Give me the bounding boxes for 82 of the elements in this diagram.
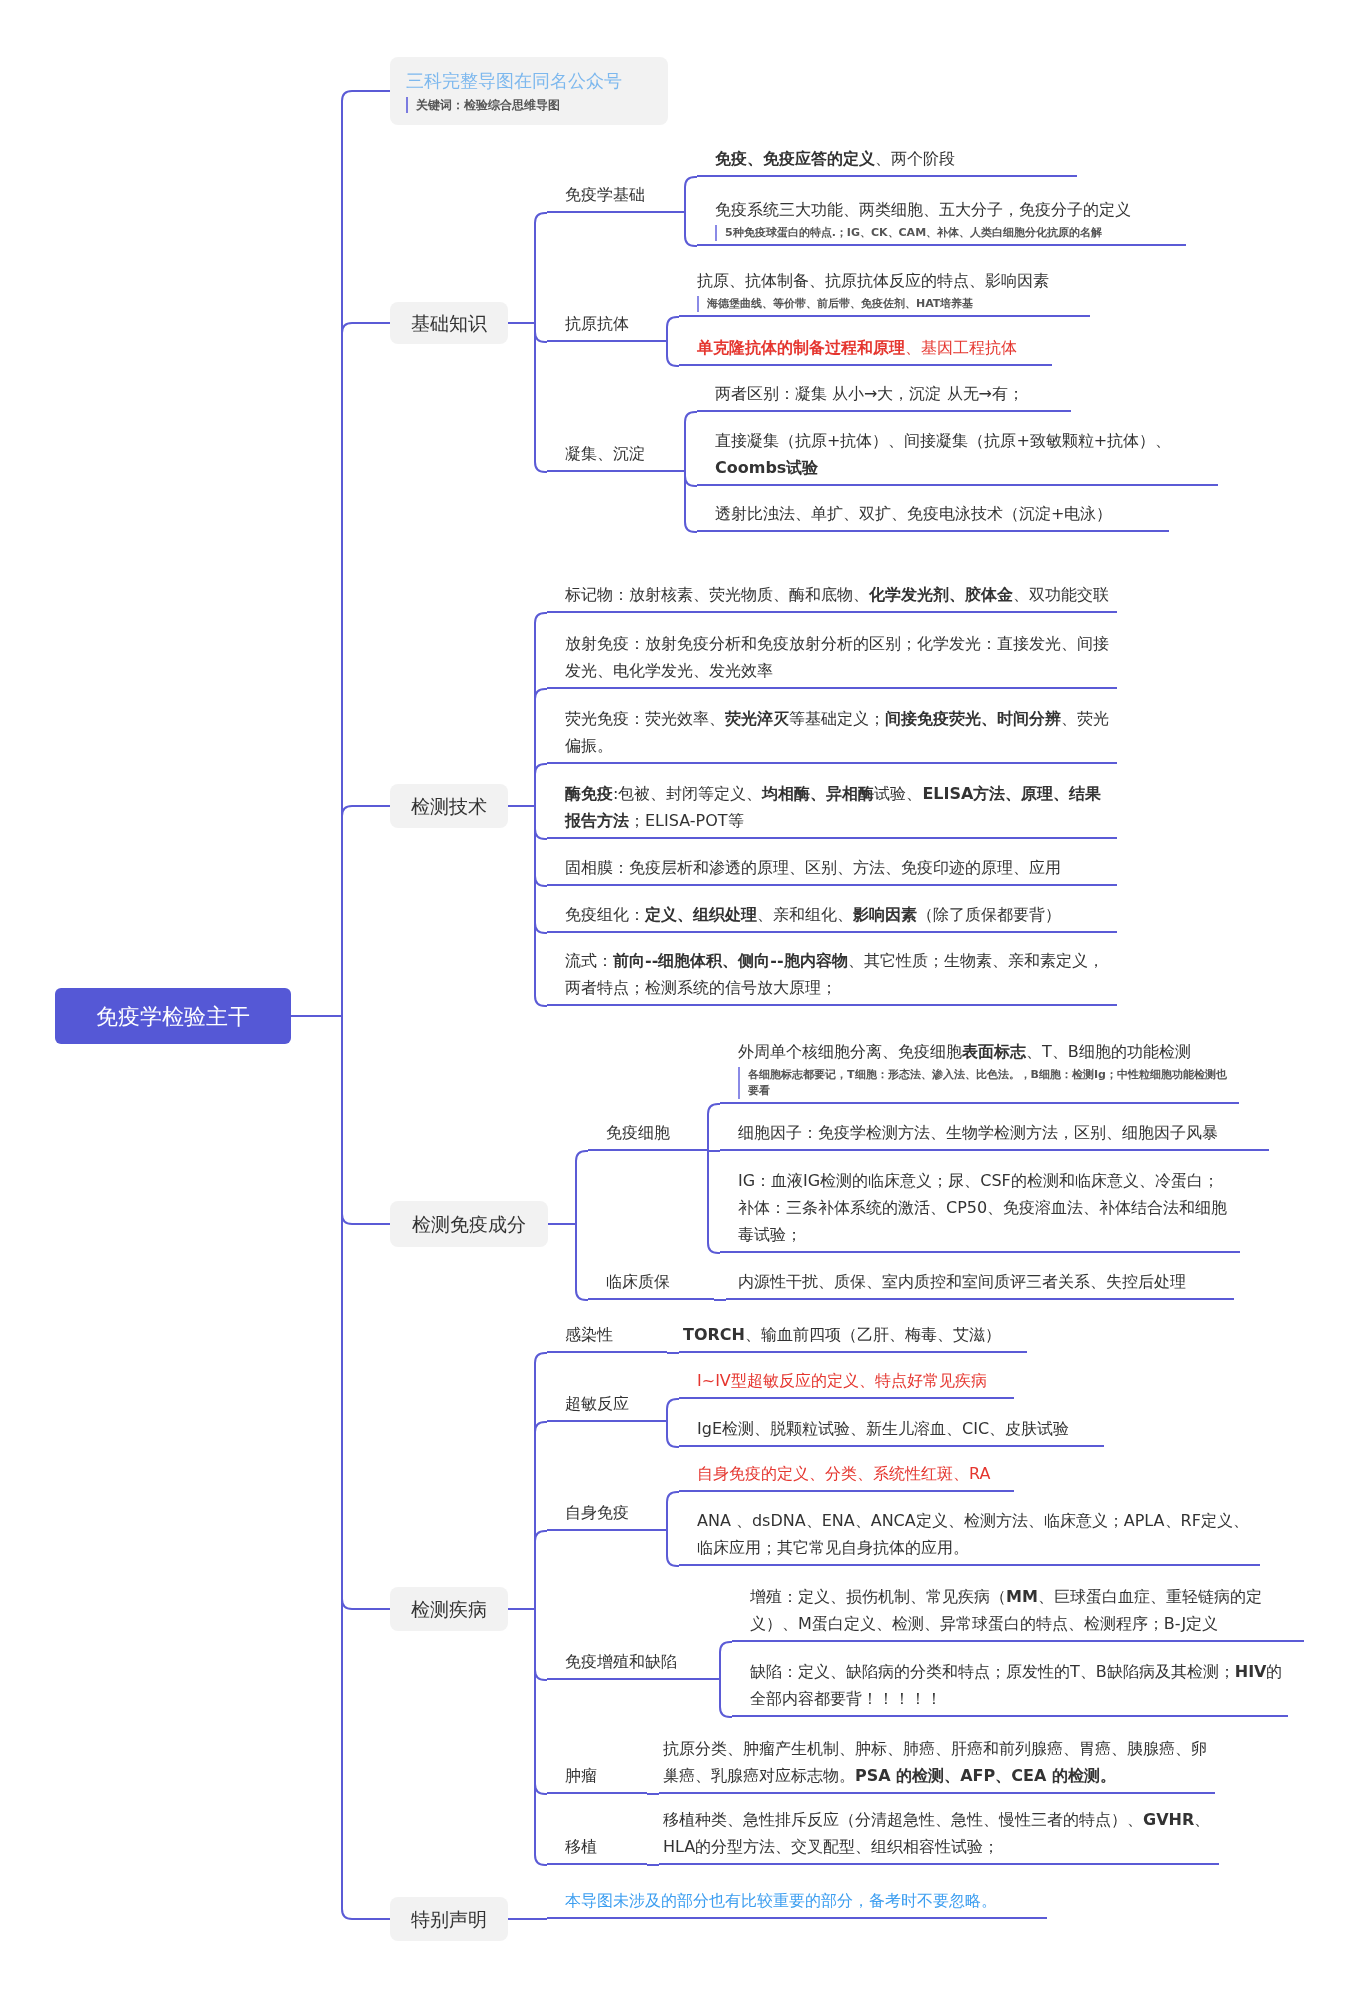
topic-text: 检测技术	[411, 793, 487, 819]
note-text: 5种免疫球蛋白的特点.；IG、CK、CAM、补体、人类白细胞分化抗原的名解	[715, 225, 1182, 241]
topic-text: 荧光免疫：荧光效率、荧光淬灭等基础定义；间接免疫荧光、时间分辨、荧光偏振。	[565, 708, 1110, 757]
connector-line	[707, 1103, 721, 1152]
topic-text: ANA 、dsDNA、ENA、ANCA定义、检测方法、临床意义；APLA、RF定义、临床应用；其它常见自身抗体的应用。	[697, 1510, 1250, 1559]
connector-line	[707, 1150, 721, 1152]
note-title: 三科完整导图在同名公众号	[406, 69, 623, 93]
topic-text: 缺陷：定义、缺陷病的分类和特点；原发性的T、B缺陷病及其检测；HIV的全部内容都要背！！！！！	[750, 1661, 1284, 1710]
topic-text: 免疫、免疫应答的定义、两个阶段	[715, 148, 956, 170]
topic-text: 检测疾病	[411, 1596, 487, 1622]
note-text: 海德堡曲线、等价带、前后带、免疫佐剂、HAT培养基	[697, 296, 1086, 312]
connector-line	[719, 1641, 733, 1681]
connector-line	[646, 1864, 660, 1866]
connector-line	[684, 212, 698, 247]
topic-text: 免疫系统三大功能、两类细胞、五大分子，免疫分子的定义	[715, 199, 1132, 221]
topic-text: 抗原分类、肿瘤产生机制、肿标、肺癌、肝癌和前列腺癌、胃癌、胰腺癌、卵巢癌、乳腺癌对应标志物。PSA 的检测、AFP、CEA 的检测。	[663, 1738, 1208, 1787]
branch-box	[390, 1897, 508, 1941]
topic-text: 内源性干扰、质保、室内质控和室间质评三者关系、失控后处理	[738, 1271, 1187, 1293]
note-text: 各细胞标志都要记，T细胞：形态法、渗入法、比色法。，B细胞：检测Ig；中性粒细胞功能检测也要看	[738, 1067, 1235, 1099]
topic-text: 单克隆抗体的制备过程和原理、基因工程抗体	[697, 337, 1018, 359]
topic-text: I~IV型超敏反应的定义、特点好常见疾病	[697, 1370, 988, 1392]
connector-line	[684, 471, 698, 533]
connector-line	[719, 1679, 733, 1718]
connector-line	[507, 1608, 548, 1866]
topic-text: 移植种类、急性排斥反应（分清超急性、急性、慢性三者的特点）、GVHR、HLA的分型方法、交叉配型、组织相容性试验；	[663, 1809, 1212, 1858]
branch-box	[390, 1201, 548, 1247]
topic-text: 酶免疫:包被、封闭等定义、均相酶、异相酶试验、ELISA方法、原理、结果报告方法；ELISA-POT等	[565, 783, 1103, 832]
branch-box	[390, 1587, 508, 1631]
topic-text: 流式：前向--细胞体积、侧向--胞内容物、其它性质；生物素、亲和素定义，两者特点；检测系统的信号放大原理；	[565, 950, 1105, 999]
topic-text: 固相膜：免疫层析和渗透的原理、区别、方法、免疫印迹的原理、应用	[565, 857, 1062, 879]
topic-text: 感染性	[565, 1324, 614, 1346]
branch-box	[390, 302, 508, 344]
topic-text: IgE检测、脱颗粒试验、新生儿溶血、CIC、皮肤试验	[697, 1418, 1071, 1440]
topic-text: 补体：三条补体系统的激活、CP50、免疫溶血法、补体结合法和细胞毒试验；	[738, 1197, 1229, 1246]
root-topic	[55, 988, 291, 1044]
topic-text: 检测免疫成分	[412, 1211, 526, 1237]
topic-text: 直接凝集（抗原+抗体）、间接凝集（抗原+致敏颗粒+抗体）、Coombs试验	[715, 430, 1173, 479]
topic-text: 两者区别：凝集 从小→大，沉淀 从无→有；	[715, 383, 1025, 405]
topic-text: 临床质保	[606, 1271, 671, 1293]
topic-text: 透射比浊法、单扩、双扩、免疫电泳技术（沉淀+电泳）	[715, 503, 1114, 525]
topic-text: 自身免疫的定义、分类、系统性红斑、RA	[697, 1463, 992, 1485]
connector-line	[507, 805, 548, 1007]
topic-text: 移植	[565, 1836, 598, 1858]
connector-line	[666, 1491, 680, 1532]
topic-text: IG：血液IG检测的临床意义；尿、CSF的检测和临床意义、冷蛋白；	[738, 1170, 1220, 1192]
connector-line	[646, 1793, 660, 1795]
topic-text: 外周单个核细胞分离、免疫细胞表面标志、T、B细胞的功能检测	[738, 1041, 1192, 1063]
topic-text: TORCH、输血前四项（乙肝、梅毒、艾滋）	[683, 1324, 1002, 1346]
topic-text: 自身免疫	[565, 1502, 630, 1524]
topic-text: 基础知识	[411, 310, 487, 336]
topic-text: 抗原抗体	[565, 313, 630, 335]
topic-text: 免疫学检验主干	[96, 1002, 250, 1031]
topic-text: 本导图未涉及的部分也有比较重要的部分，备考时不要忽略。	[565, 1890, 998, 1912]
connector-line	[666, 1421, 680, 1448]
topic-text: 标记物：放射核素、荧光物质、酶和底物、化学发光剂、胶体金、双功能交联	[565, 584, 1110, 606]
branch-box	[390, 784, 508, 828]
topic-text: 凝集、沉淀	[565, 443, 646, 465]
connector-line	[666, 1352, 680, 1354]
topic-text: 抗原、抗体制备、抗原抗体反应的特点、影响因素	[697, 270, 1050, 292]
connector-line	[666, 341, 680, 367]
topic-text: 增殖：定义、损伤机制、常见疾病（MM、巨球蛋白血症、重轻链病的定义）、M蛋白定义、检测、异常球蛋白的特点、检测程序；B-J定义	[750, 1586, 1263, 1635]
connector-line	[547, 1223, 589, 1301]
connector-line	[707, 1150, 721, 1254]
topic-text: 细胞因子：免疫学检测方法、生物学检测方法，区别、细胞因子风暴	[738, 1122, 1219, 1144]
topic-text: 超敏反应	[565, 1393, 630, 1415]
topic-text: 免疫细胞	[606, 1122, 671, 1144]
connector-line	[666, 316, 680, 343]
topic-text: 免疫组化：定义、组织处理、亲和组化、影响因素（除了质保都要背）	[565, 904, 1062, 926]
topic-text: 特别声明	[411, 1906, 487, 1932]
topic-text: 肿瘤	[565, 1765, 598, 1787]
connector-line	[666, 1530, 680, 1567]
connector-line	[507, 322, 548, 473]
topic-text: 免疫增殖和缺陷	[565, 1651, 678, 1673]
topic-text: 免疫学基础	[565, 184, 646, 206]
connector-line	[666, 1398, 680, 1423]
note-text: 关键词：检验综合思维导图	[406, 97, 652, 113]
connector-line	[713, 1299, 727, 1301]
topic-text: 放射免疫：放射免疫分析和免疫放射分析的区别；化学发光：直接发光、间接发光、电化学发光、发光效率	[565, 633, 1110, 682]
note-card	[390, 57, 668, 125]
connector-line	[507, 1918, 548, 1920]
connector-line	[684, 411, 698, 473]
connector-line	[684, 176, 698, 214]
